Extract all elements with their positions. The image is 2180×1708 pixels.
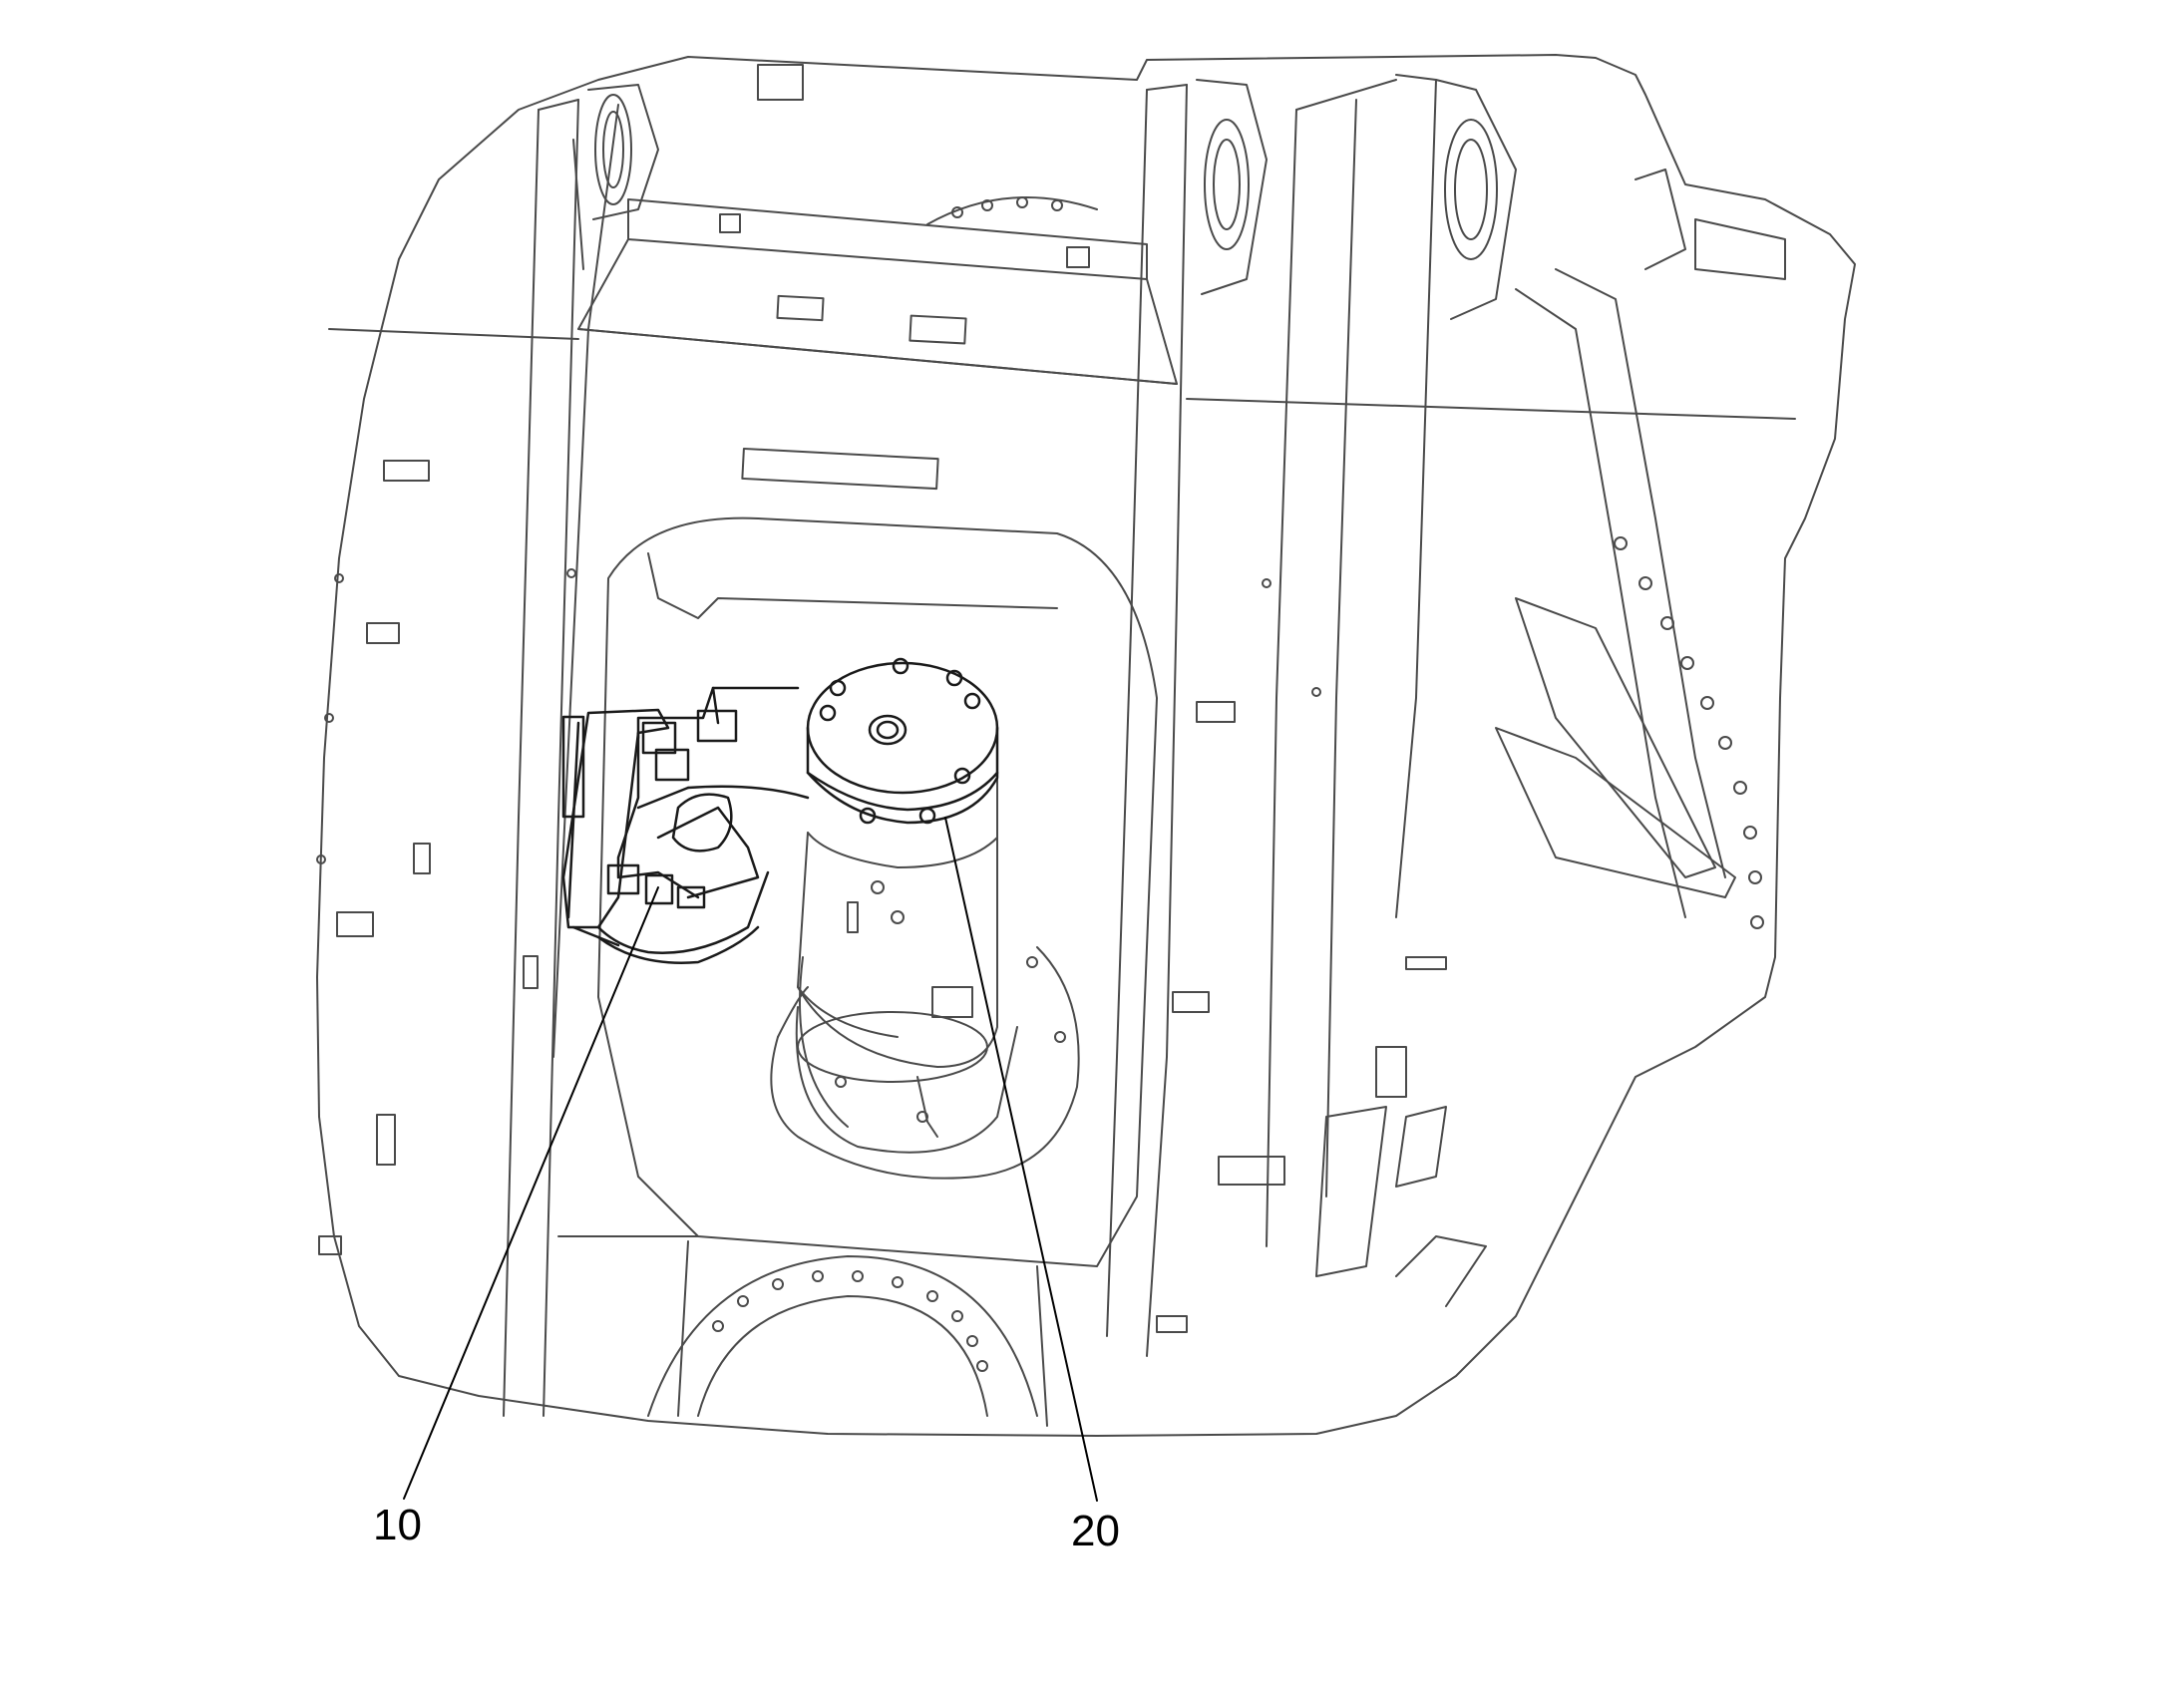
mounting-bracket [561,708,770,964]
frame-brackets [316,460,1321,1255]
bearing-flange [636,657,999,825]
upper-cross-member [328,64,1796,491]
callout-label-10: 10 [373,1501,422,1549]
callout-label-20: 20 [1071,1507,1120,1555]
leader-line-20 [944,817,1098,1502]
leader-lines [403,817,1098,1502]
frame-outline [316,54,1856,1437]
lower-cavity [557,516,1188,1427]
right-side-plate [1315,169,1786,1307]
leader-line-10 [403,886,659,1500]
right-beam [1106,74,1517,1357]
motor-assembly [770,757,1080,1180]
